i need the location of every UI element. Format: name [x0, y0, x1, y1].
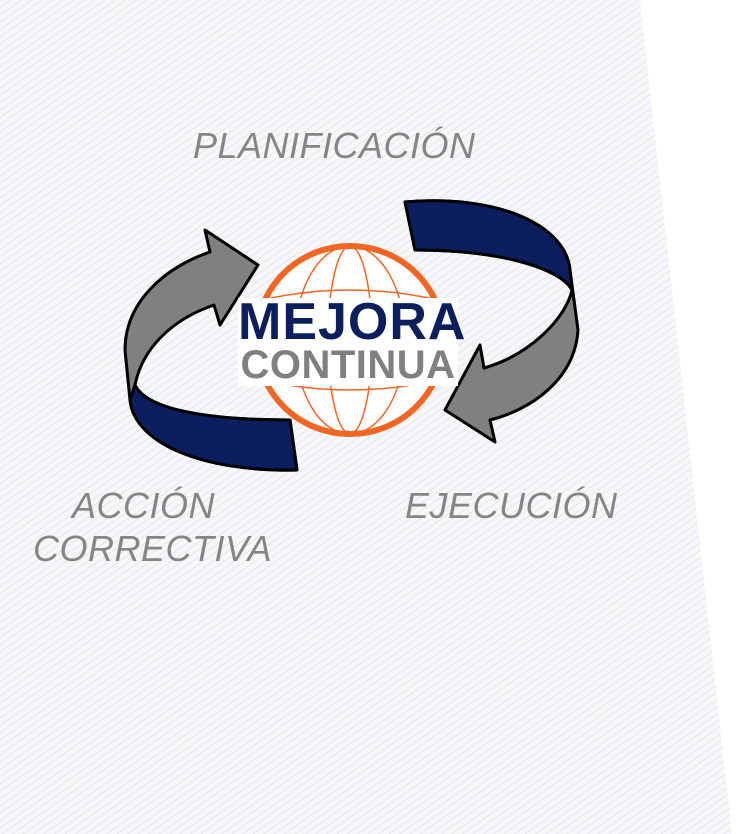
stage-label-corrective-line1: ACCIÓN — [72, 485, 216, 526]
center-title: MEJORA CONTINUA — [238, 293, 467, 387]
stage-label-corrective-line2: CORRECTIVA — [33, 528, 273, 569]
arrow-planning-to-execution — [403, 199, 580, 444]
stage-label-execution: EJECUCIÓN — [405, 485, 618, 526]
arrow-corrective-to-planning — [123, 228, 299, 472]
center-title-line2: CONTINUA — [240, 343, 456, 387]
stage-label-planning: PLANIFICACIÓN — [193, 125, 476, 166]
center-title-line1: MEJORA — [238, 293, 467, 351]
